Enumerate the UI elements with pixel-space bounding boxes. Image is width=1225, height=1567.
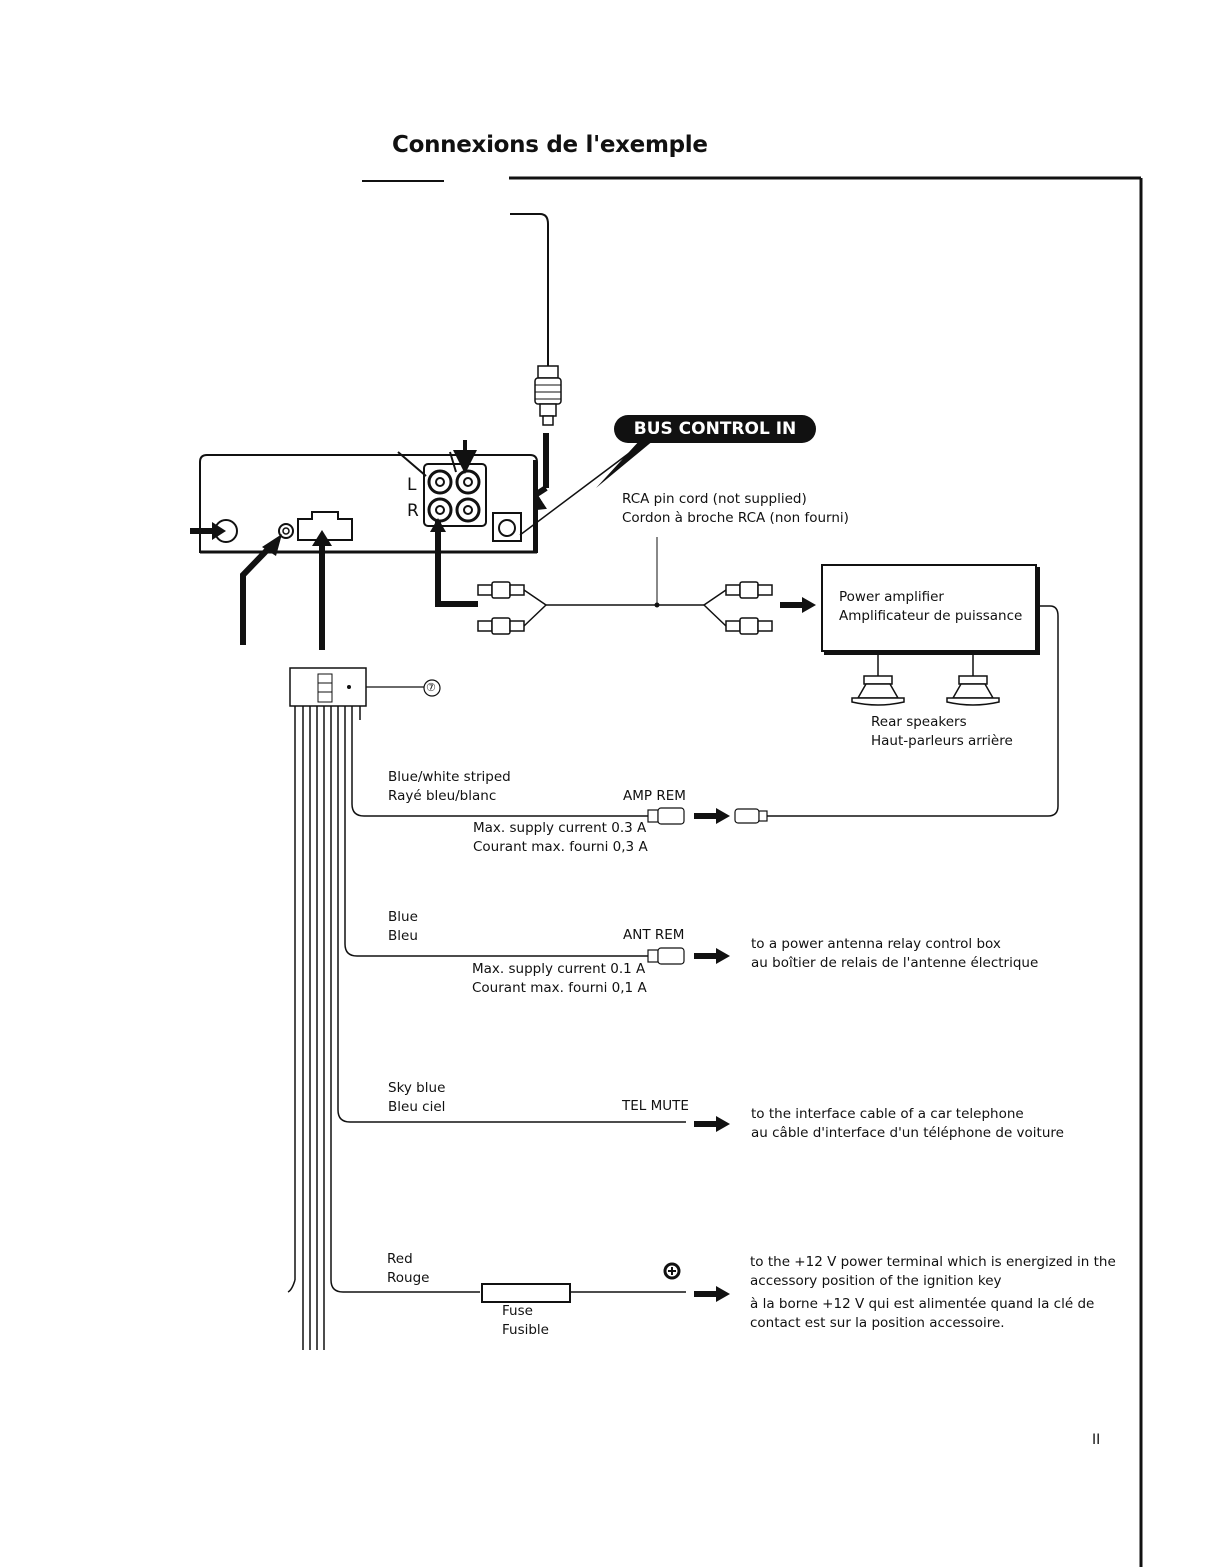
rca-arrow — [435, 520, 478, 607]
ant-rem-wire-color: Blue Bleu — [388, 909, 418, 944]
fuse-label: Fuse Fusible — [502, 1303, 549, 1338]
power-amplifier-box — [821, 564, 1037, 652]
speaker-left-icon — [851, 650, 905, 706]
page-title: Connexions de l'exemple — [392, 132, 708, 158]
speaker-right-icon — [946, 650, 1000, 706]
amp-remote-line — [766, 605, 1059, 817]
power-destination-fr: à la borne +12 V qui est alimentée quand… — [750, 1296, 1095, 1331]
rca-cord — [477, 537, 773, 635]
rca-jacks — [423, 463, 487, 527]
amp-rem-wire-color: Blue/white striped Rayé bleu/blanc — [388, 769, 511, 804]
rear-speakers-label: Rear speakers Haut-parleurs arrière — [871, 714, 1013, 749]
tel-mute-terminal: TEL MUTE — [622, 1098, 689, 1114]
rca-plug-right-top — [725, 581, 773, 599]
rca-plug-right-bottom — [725, 617, 773, 635]
page-number: II — [1092, 1432, 1101, 1448]
bus-control-in-badge: BUS CONTROL IN — [614, 415, 816, 443]
ant-rem-destination: to a power antenna relay control box au … — [751, 936, 1039, 971]
ant-rem-plug — [647, 947, 685, 965]
antenna-plug — [534, 365, 562, 426]
ref-circle-7 — [423, 679, 441, 697]
rca-plug-left-bottom — [477, 617, 525, 635]
connector-ref-7: ⑦ — [426, 681, 436, 694]
ant-rem-terminal: ANT REM — [623, 927, 685, 943]
rca-plug-left-top — [477, 581, 525, 599]
tel-mute-destination: to the interface cable of a car telephon… — [751, 1106, 1064, 1141]
channel-left-label: L — [407, 475, 417, 495]
tel-mute-wire-color: Sky blue Bleu ciel — [388, 1080, 446, 1115]
amp-rem-current: Max. supply current 0.3 A Courant max. f… — [473, 820, 648, 855]
channel-right-label: R — [407, 501, 419, 521]
rca-cord-label: RCA pin cord (not supplied) Cordon à bro… — [622, 491, 849, 526]
fuse-symbol — [481, 1283, 571, 1303]
amp-rem-socket — [734, 808, 768, 824]
plus-icon — [663, 1262, 681, 1280]
amp-rem-terminal: AMP REM — [623, 788, 686, 804]
ant-rem-current: Max. supply current 0.1 A Courant max. f… — [472, 961, 647, 996]
power-wire-color: Red Rouge — [387, 1251, 430, 1286]
power-amplifier-label: Power amplifier Amplificateur de puissan… — [839, 589, 1023, 624]
amp-rem-plug — [647, 807, 685, 825]
power-destination-en: to the +12 V power terminal which is ene… — [750, 1254, 1116, 1289]
harness-wires — [287, 706, 686, 1350]
harness-plug — [289, 667, 367, 707]
antenna-cable — [510, 213, 549, 368]
